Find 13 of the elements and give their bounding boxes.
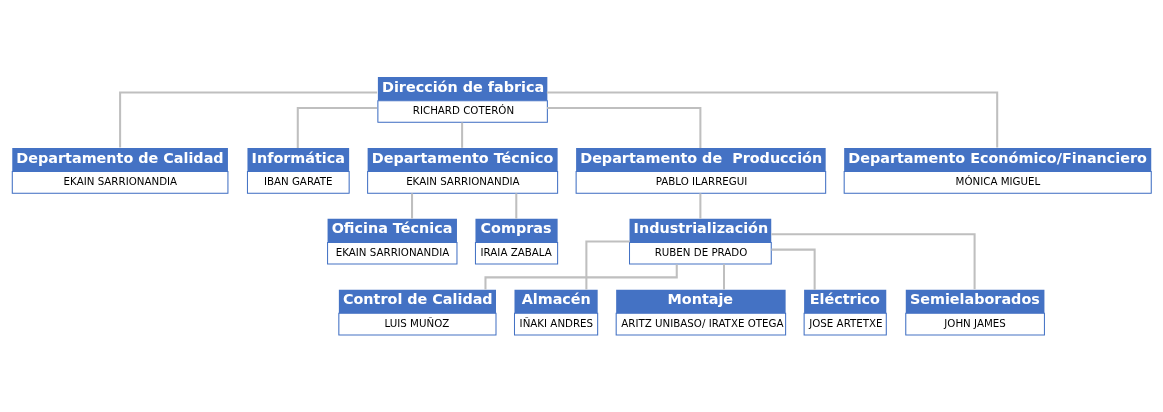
- connector: [515, 193, 518, 219]
- connector: [771, 233, 976, 290]
- connector: [585, 240, 630, 290]
- connector: [411, 193, 414, 219]
- connector: [699, 193, 702, 219]
- connector: [119, 91, 378, 148]
- connector: [296, 106, 378, 148]
- connector: [484, 264, 678, 290]
- connector: [546, 91, 999, 148]
- connector: [722, 264, 726, 290]
- connector: [461, 122, 464, 148]
- connector: [771, 248, 816, 290]
- connector: [547, 106, 702, 148]
